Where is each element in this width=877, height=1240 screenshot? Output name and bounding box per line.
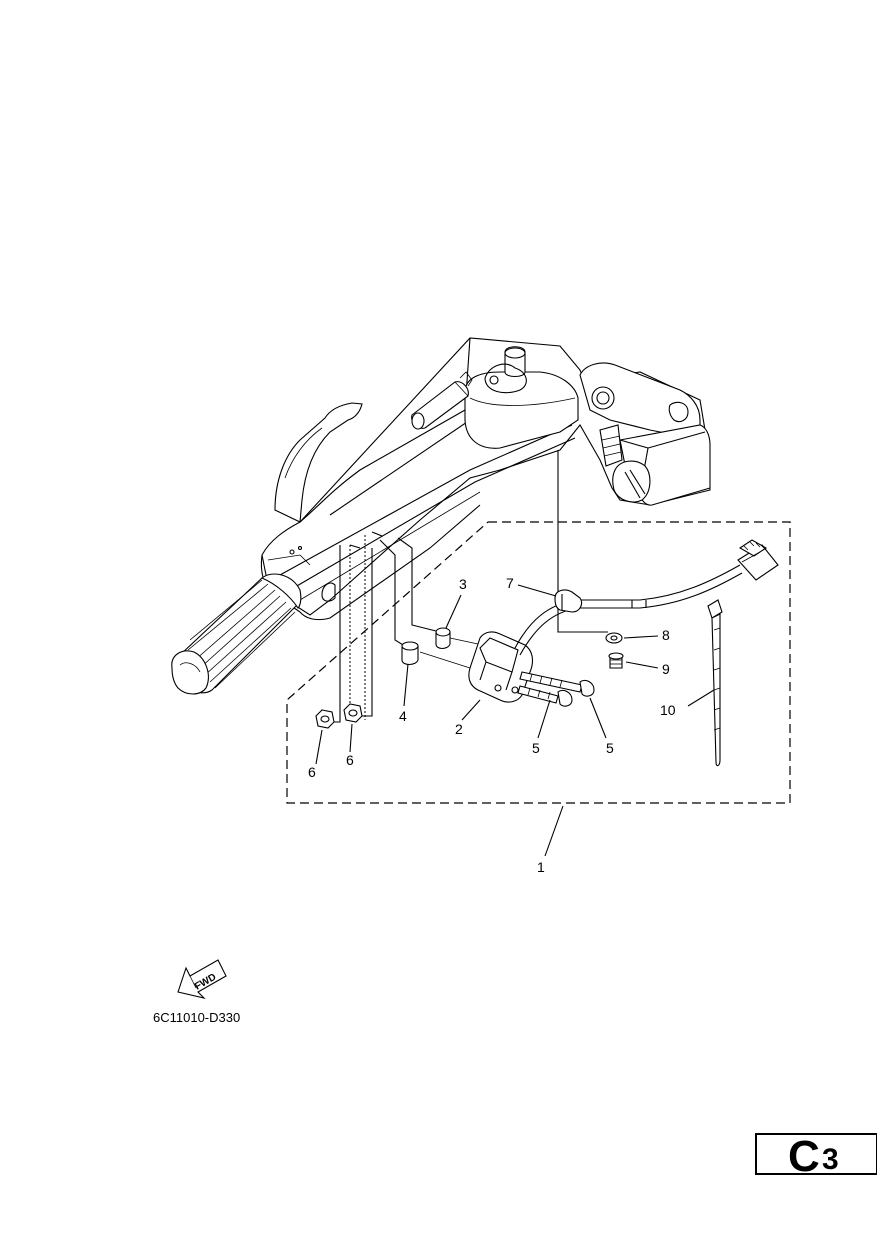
callouts: 1 2 3 4 5 5 6 6 7 8 9 10: [308, 575, 676, 875]
part-8-washer: [605, 632, 623, 644]
page-code-box: C 3: [755, 1132, 877, 1181]
part-5-screw-lower: [517, 685, 573, 707]
stop-switch-boss: [464, 346, 579, 449]
friction-knob: [411, 371, 473, 430]
kit-boundary: [286, 521, 791, 804]
part-7-clamp: [554, 589, 583, 613]
callout-8: 8: [662, 627, 670, 643]
callout-1: 1: [537, 859, 545, 875]
page-code-letter: C: [788, 1132, 820, 1181]
part-4-bushing: [401, 641, 419, 666]
leader-lines: [315, 584, 715, 857]
callout-2: 2: [455, 721, 463, 737]
callout-4: 4: [399, 708, 407, 724]
callout-10: 10: [660, 702, 676, 718]
part-2-switch-housing: [468, 631, 534, 703]
callout-3: 3: [459, 576, 467, 592]
tiller-handle-illustration: [171, 337, 711, 695]
callout-7: 7: [506, 575, 514, 591]
page-code-number: 3: [822, 1143, 839, 1176]
callout-6-left: 6: [308, 764, 316, 780]
part-3-bushing: [435, 627, 451, 650]
callout-5-left: 5: [532, 740, 540, 756]
callout-6-right: 6: [346, 752, 354, 768]
part-10-cable-tie: [707, 599, 723, 767]
part-6-nut-right: [343, 703, 363, 723]
fwd-arrow: FWD: [177, 959, 227, 999]
wire-harness: [514, 539, 779, 656]
callout-9: 9: [662, 661, 670, 677]
pivot-bracket: [579, 362, 711, 506]
part-6-nut-left: [315, 709, 335, 729]
part-9-screw: [608, 652, 624, 669]
part-5-screw-upper: [519, 671, 595, 697]
drawing-code: 6C11010-D330: [153, 1010, 240, 1025]
callout-5-right: 5: [606, 740, 614, 756]
throttle-grip: [171, 573, 302, 695]
